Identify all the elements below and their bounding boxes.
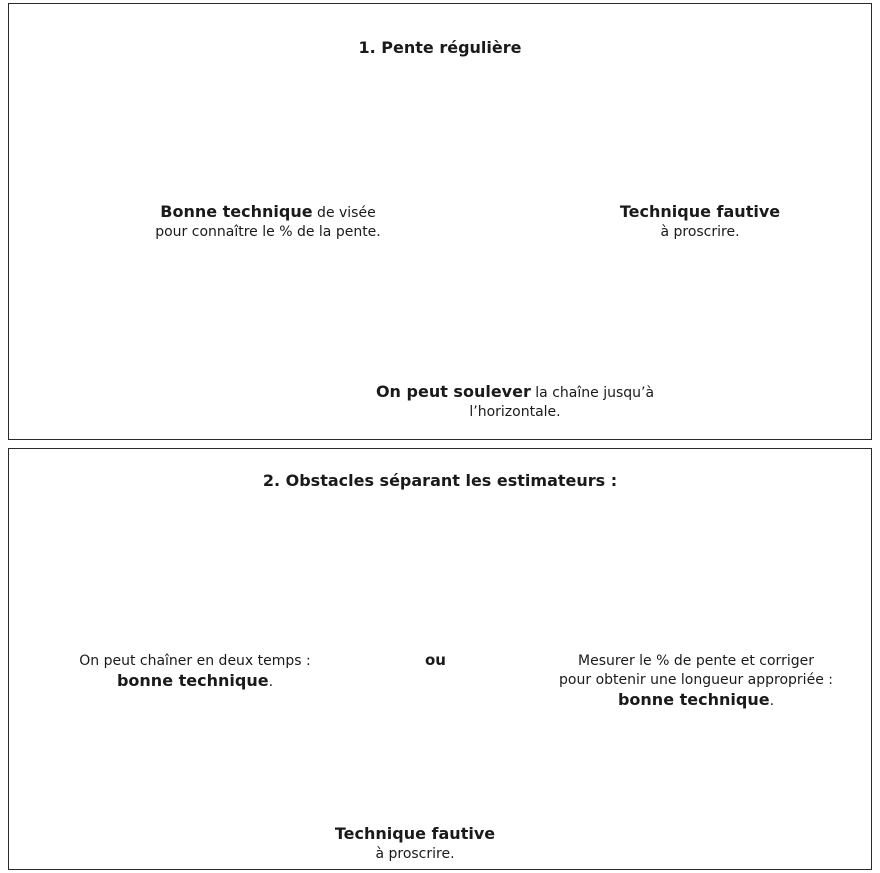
caption-line: On peut chaîner en deux temps :	[79, 653, 311, 669]
caption-bold: bonne technique	[116, 671, 269, 690]
caption-bold: Technique fautive	[334, 824, 496, 843]
caption-line: Mesurer le % de pente et corriger	[578, 653, 814, 669]
caption-bold: Bonne technique	[160, 202, 313, 221]
caption-text: de visée pour connaître le % de la pente…	[155, 205, 381, 240]
caption-faulty-sighting: Technique fautive à proscrire.	[600, 202, 800, 242]
connector-ou: ou	[425, 651, 446, 669]
panel-regular-slope: 1. Pente régulière	[8, 3, 872, 440]
caption-end: .	[268, 674, 274, 690]
caption-text: à proscrire.	[660, 224, 740, 240]
caption-bold: On peut soulever	[375, 382, 531, 401]
caption-good-sighting: Bonne technique de visée pour connaître …	[148, 202, 388, 242]
panel-title: 2. Obstacles séparant les estimateurs :	[262, 471, 618, 490]
caption-bold: bonne technique	[617, 690, 770, 709]
caption-lift-chain: On peut soulever la chaîne jusqu’à l’hor…	[370, 382, 660, 422]
caption-faulty-over-hill: Technique fautive à proscrire.	[320, 824, 510, 864]
caption-end: .	[769, 693, 775, 709]
caption-two-step: On peut chaîner en deux temps : bonne te…	[30, 652, 360, 692]
caption-text: la chaîne jusqu’à l’horizontale.	[469, 385, 655, 420]
panel-title: 1. Pente régulière	[358, 38, 522, 57]
panel-obstacles: 2. Obstacles séparant les estimateurs :	[8, 448, 872, 870]
caption-line: pour obtenir une longueur appropriée :	[559, 672, 833, 688]
caption-slope-correction: Mesurer le % de pente et corriger pour o…	[526, 652, 866, 711]
caption-text: à proscrire.	[375, 846, 455, 862]
caption-bold: Technique fautive	[619, 202, 781, 221]
